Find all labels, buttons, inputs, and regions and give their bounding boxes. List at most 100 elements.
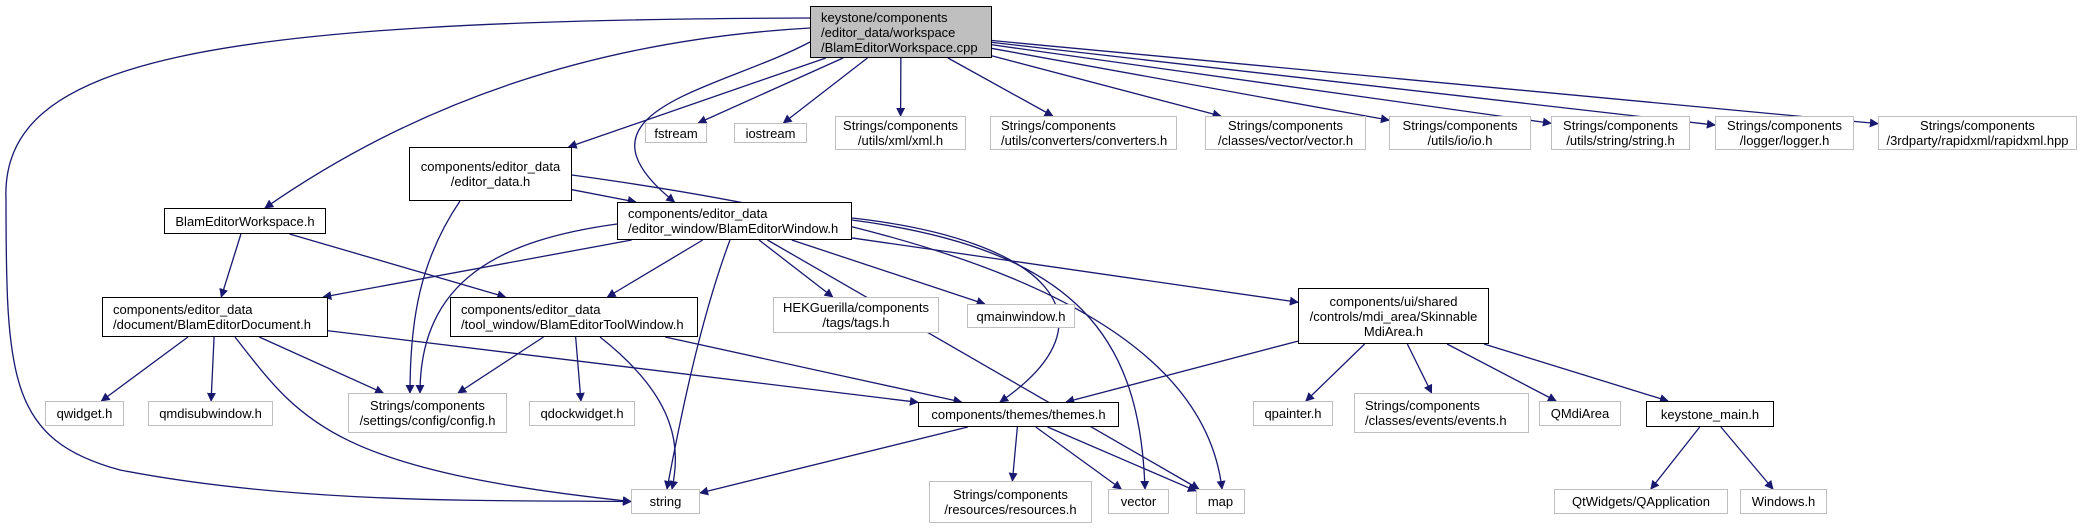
node-map[interactable]: map (1196, 489, 1245, 514)
edge-toolwindow-to-config (457, 336, 544, 394)
edge-workspace-h-to-toolwindow (289, 233, 507, 300)
edge-themes-to-map (1047, 426, 1197, 492)
edge-window-to-toolwindow (606, 239, 704, 298)
node-qdock[interactable]: qdockwidget.h (529, 401, 635, 426)
node-label: components/editor_data /tool_window/Blam… (461, 302, 684, 332)
edge-window-to-vector (851, 219, 1150, 490)
edge-editor-data-to-config (405, 200, 461, 394)
node-workspace-h[interactable]: BlamEditorWorkspace.h (164, 208, 326, 234)
node-label: Strings/components /resources/resources.… (944, 487, 1077, 517)
edge-keystone-main-to-windows (1720, 426, 1774, 490)
node-label: qpainter.h (1264, 406, 1322, 421)
node-label: Strings/components /utils/string/string.… (1563, 118, 1678, 148)
node-label: QMdiArea (1550, 406, 1610, 421)
edge-root-to-vectorh (991, 55, 1222, 119)
node-label: QtWidgets/QApplication (1571, 494, 1710, 509)
edge-skinnable-to-qpainter (1305, 343, 1366, 402)
edge-skinnable-to-events (1406, 343, 1433, 394)
node-toolwindow[interactable]: components/editor_data /tool_window/Blam… (450, 297, 698, 337)
node-tags[interactable]: HEKGuerilla/components /tags/tags.h (773, 297, 939, 333)
node-qapplication[interactable]: QtWidgets/QApplication (1554, 489, 1728, 514)
node-label: qdockwidget.h (540, 406, 624, 421)
node-label: Strings/components /classes/vector/vecto… (1217, 118, 1354, 148)
node-skinnable[interactable]: components/ui/shared /controls/mdi_area/… (1298, 288, 1489, 344)
node-label: Strings/components /utils/xml/xml.h (843, 118, 958, 148)
edge-document-to-themes (327, 330, 919, 406)
edge-root-to-stringh (991, 44, 1552, 127)
node-qwidget[interactable]: qwidget.h (45, 401, 124, 426)
edge-keystone-main-to-qapplication (1650, 426, 1701, 490)
node-root[interactable]: keystone/components /editor_data/workspa… (810, 6, 992, 58)
node-label: Strings/components /settings/config/conf… (359, 398, 496, 428)
node-label: qmdisubwindow.h (159, 406, 262, 421)
node-label: Strings/components /logger/logger.h (1727, 118, 1842, 148)
node-qmdisub[interactable]: qmdisubwindow.h (148, 401, 273, 426)
node-label: Strings/components /classes/events/event… (1365, 398, 1507, 428)
node-label: HEKGuerilla/components /tags/tags.h (783, 300, 929, 330)
node-qpainter[interactable]: qpainter.h (1253, 401, 1333, 426)
node-io[interactable]: Strings/components /utils/io/io.h (1389, 116, 1531, 150)
node-themes[interactable]: components/themes/themes.h (918, 402, 1119, 427)
node-vector[interactable]: vector (1108, 489, 1169, 514)
node-label: components/editor_data /document/BlamEdi… (113, 302, 311, 332)
edge-root-to-editor-data (567, 57, 827, 149)
edge-themes-to-string (699, 426, 968, 496)
edge-editor-data-to-map (571, 174, 1226, 490)
node-windows[interactable]: Windows.h (1740, 489, 1827, 514)
edge-window-to-map (767, 239, 1200, 490)
edge-toolwindow-to-string (599, 336, 679, 490)
edge-themes-to-vector (1035, 426, 1122, 490)
node-window[interactable]: components/editor_data /editor_window/Bl… (617, 202, 852, 240)
edge-root-to-io (991, 47, 1390, 124)
node-qmainwindow[interactable]: qmainwindow.h (967, 304, 1075, 328)
node-label: qwidget.h (56, 406, 113, 421)
node-xml[interactable]: Strings/components /utils/xml/xml.h (835, 116, 966, 150)
edge-document-to-config (259, 336, 385, 394)
edge-skinnable-to-keystone-main (1483, 343, 1669, 403)
edge-editor-data-to-window (571, 189, 637, 205)
node-string[interactable]: string (631, 489, 700, 514)
node-label: Strings/components /3rdparty/rapidxml/ra… (1886, 118, 2069, 148)
edge-root-to-window (634, 41, 811, 203)
edge-window-to-skinnable (851, 237, 1299, 306)
node-converters[interactable]: Strings/components /utils/converters/con… (990, 116, 1177, 150)
edge-root-to-converters (947, 57, 1054, 117)
node-config[interactable]: Strings/components /settings/config/conf… (348, 393, 507, 433)
node-label: components/editor_data /editor_window/Bl… (628, 206, 839, 236)
node-keystone-main[interactable]: keystone_main.h (1646, 401, 1774, 427)
node-label: Strings/components /utils/io/io.h (1402, 118, 1518, 148)
node-label: keystone/components /editor_data/workspa… (821, 9, 978, 55)
node-label: Strings/components /utils/converters/con… (1001, 118, 1168, 148)
edge-toolwindow-to-qdock (575, 336, 585, 402)
node-events[interactable]: Strings/components /classes/events/event… (1354, 393, 1529, 433)
node-label: vector (1120, 494, 1157, 509)
node-stringh[interactable]: Strings/components /utils/string/string.… (1551, 116, 1690, 150)
edge-root-to-rapidxml (991, 39, 1879, 128)
node-label: components/ui/shared /controls/mdi_area/… (1309, 293, 1478, 339)
node-label: qmainwindow.h (976, 308, 1066, 324)
node-qmdiarea[interactable]: QMdiArea (1539, 401, 1621, 426)
edge-document-to-string (234, 336, 632, 506)
edge-window-to-document (322, 239, 632, 300)
edge-window-to-string (664, 239, 731, 490)
node-editor-data[interactable]: components/editor_data /editor_data.h (409, 147, 572, 201)
edge-toolwindow-to-themes (665, 336, 963, 405)
edge-document-to-qmdisub (206, 336, 216, 402)
edge-root-to-workspace-h (264, 27, 811, 209)
edge-window-to-tags (758, 239, 834, 298)
node-label: BlamEditorWorkspace.h (175, 213, 315, 229)
node-rapidxml[interactable]: Strings/components /3rdparty/rapidxml/ra… (1878, 116, 2077, 150)
node-logger[interactable]: Strings/components /logger/logger.h (1715, 116, 1854, 150)
edge-themes-to-resources (1008, 426, 1019, 482)
node-label: map (1207, 494, 1234, 509)
edge-root-to-iostream (782, 57, 868, 124)
node-label: fstream (654, 125, 698, 141)
node-vectorh[interactable]: Strings/components /classes/vector/vecto… (1205, 116, 1366, 150)
edge-document-to-qwidget (100, 336, 189, 402)
node-iostream[interactable]: iostream (734, 123, 807, 143)
node-fstream[interactable]: fstream (645, 123, 707, 143)
node-document[interactable]: components/editor_data /document/BlamEdi… (102, 297, 328, 337)
edge-skinnable-to-themes (1065, 340, 1299, 405)
node-resources[interactable]: Strings/components /resources/resources.… (929, 481, 1092, 523)
